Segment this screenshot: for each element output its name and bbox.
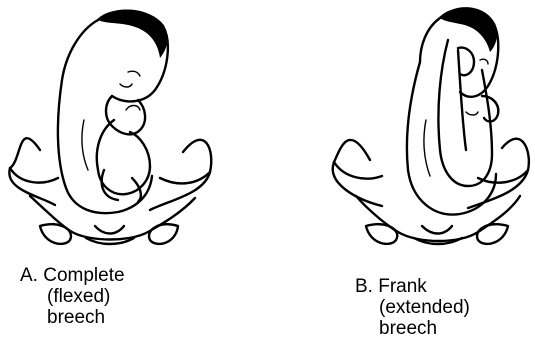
caption-complete-breech: A. Complete (flexed) breech bbox=[20, 265, 220, 328]
caption-line: A. Complete bbox=[20, 265, 220, 286]
caption-line: (extended) bbox=[355, 297, 525, 318]
caption-line: B. Frank bbox=[355, 276, 525, 297]
figure-complete-breech: A. Complete (flexed) breech bbox=[0, 0, 270, 354]
caption-line: breech bbox=[20, 307, 220, 328]
fetus-icon bbox=[58, 10, 168, 214]
figure-frank-breech: B. Frank (extended) breech bbox=[270, 0, 535, 354]
pelvis-icon bbox=[333, 139, 529, 244]
fetus-icon bbox=[407, 7, 498, 214]
caption-line: breech bbox=[355, 318, 525, 339]
caption-frank-breech: B. Frank (extended) breech bbox=[355, 276, 525, 339]
caption-line: (flexed) bbox=[20, 286, 220, 307]
